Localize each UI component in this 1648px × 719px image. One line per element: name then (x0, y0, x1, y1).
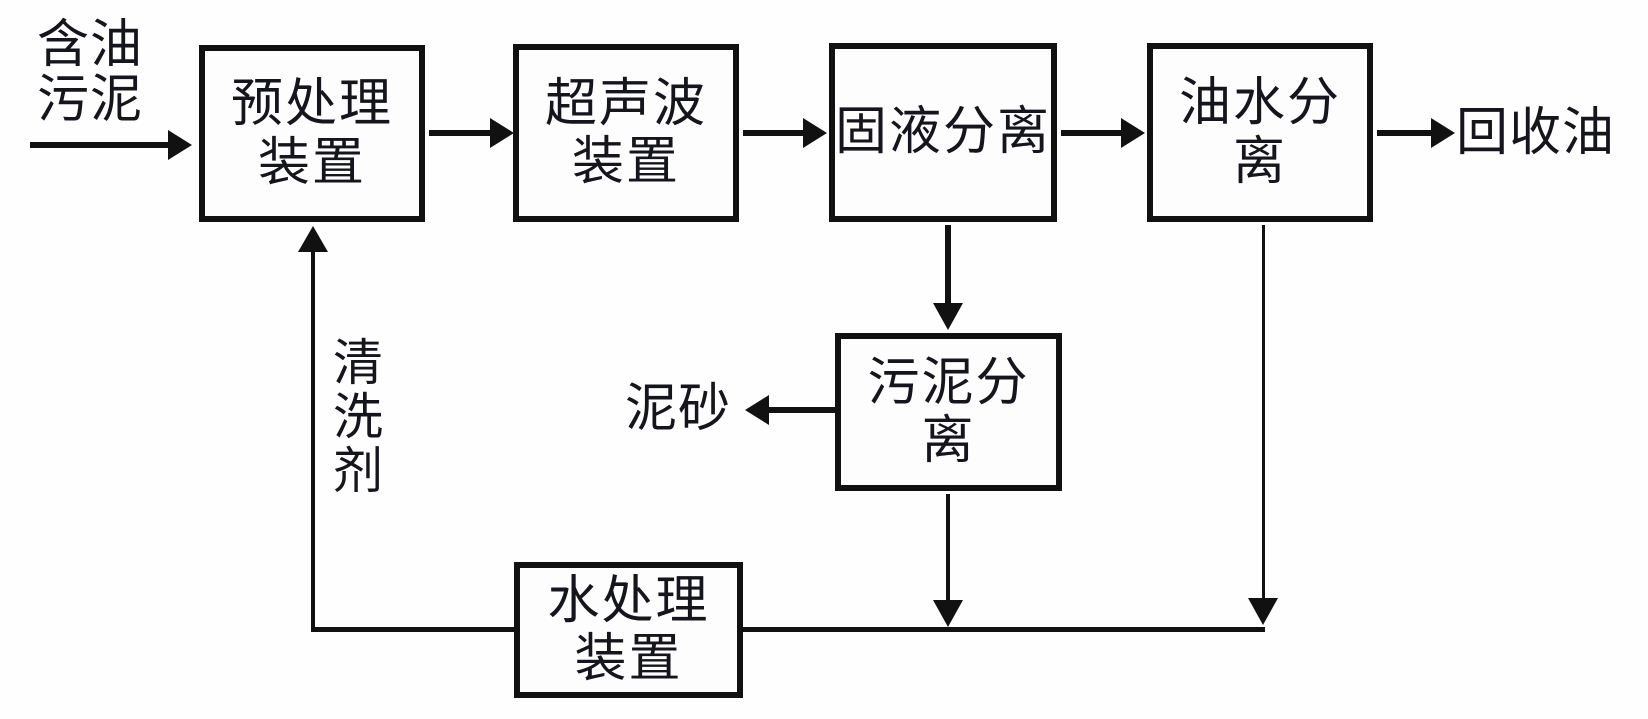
process-box-label: 油水分离 (1178, 73, 1341, 192)
arrow-shaft (1262, 225, 1265, 600)
process-box-label: 水处理 装置 (547, 570, 710, 689)
arrowhead-right-icon (1121, 118, 1145, 148)
process-box-label: 超声波 装置 (544, 73, 707, 192)
arrow-shaft (311, 250, 315, 632)
line-segment (740, 627, 1265, 632)
arrowhead-right-icon (168, 130, 192, 160)
output-label: 回收油 (1456, 103, 1616, 163)
process-box-water-treatment: 水处理 装置 (514, 562, 743, 698)
arrow-shaft (946, 494, 950, 602)
arrow-shaft (767, 407, 838, 413)
process-box-oil-water-separation: 油水分离 (1147, 43, 1373, 222)
process-box-sludge-separation: 污泥分离 (835, 333, 1062, 491)
arrow-shaft (945, 225, 951, 305)
arrowhead-right-icon (490, 118, 514, 148)
arrowhead-left-icon (745, 395, 769, 425)
process-box-label: 固液分离 (835, 102, 1052, 163)
process-box-solid-liquid-separation: 固液分离 (829, 43, 1057, 222)
arrow-shaft (1377, 130, 1433, 136)
arrowhead-right-icon (1431, 118, 1455, 148)
sand-label: 泥砂 (624, 379, 731, 439)
process-box-label: 污泥分离 (867, 352, 1030, 471)
arrow-shaft (30, 142, 170, 148)
arrowhead-down-icon (933, 303, 963, 330)
arrowhead-up-icon (298, 226, 328, 252)
recycle-agent-label: 清洗剂 (333, 334, 383, 500)
arrow-shaft (743, 130, 805, 136)
process-box-pretreatment: 预处理 装置 (199, 45, 425, 222)
arrowhead-right-icon (803, 118, 827, 148)
source-label: 含油 污泥 (36, 15, 143, 131)
arrow-shaft (429, 130, 493, 136)
arrowhead-down-icon (1248, 598, 1278, 625)
process-box-ultrasonic: 超声波 装置 (513, 44, 739, 222)
arrowhead-down-icon (933, 600, 963, 627)
arrow-shaft (1061, 130, 1123, 136)
process-box-label: 预处理 装置 (230, 74, 393, 193)
line-segment (311, 627, 517, 632)
